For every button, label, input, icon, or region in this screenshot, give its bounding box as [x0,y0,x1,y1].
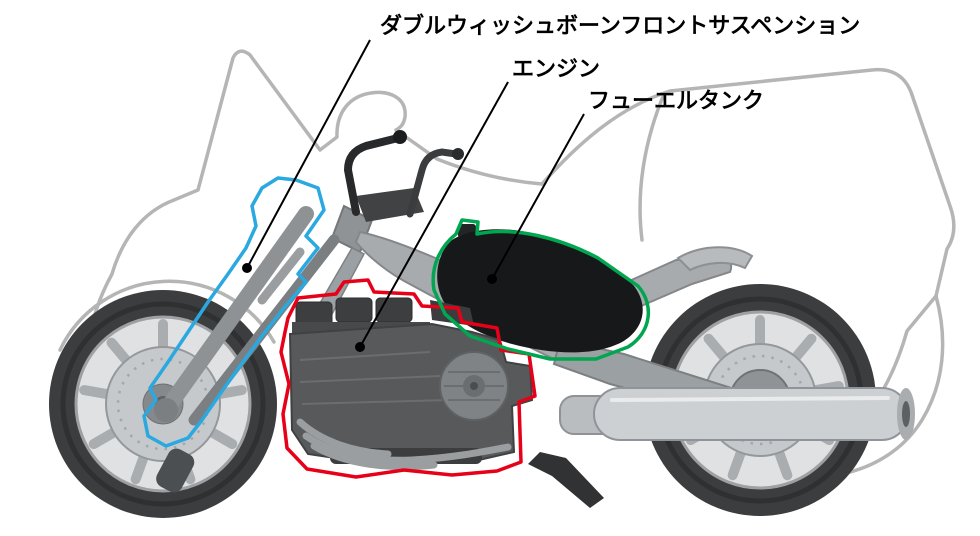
dot-engine [355,342,365,352]
muffler [593,387,909,441]
valve-cover-2 [335,297,373,323]
rear-fender-outline [848,294,945,474]
front-brake-caliper [156,448,195,493]
front-suspension [154,206,340,426]
leader-dots [242,263,497,352]
handlebar-right [406,148,460,218]
exhaust [559,387,915,441]
grab-rail [676,246,754,272]
front-fender-outline [58,279,276,352]
axle-plate [154,398,178,422]
leader-front-suspension [246,39,371,269]
alternator-bolt [470,382,478,390]
fuel-tank-highlight-outline [431,218,651,361]
engine-highlight-outline [279,278,537,479]
leader-engine [359,81,509,348]
windshield-fairing-outline [110,49,544,276]
front-tire-sidewall [60,301,266,507]
leader-fuel-tank [491,113,585,280]
fork-blade-main [158,206,314,418]
handlebar-left [343,134,402,216]
muffler-tip-hole [902,401,910,427]
grip-left [393,130,407,144]
front-suspension-highlight-outline [142,176,326,448]
grip-right [452,148,464,160]
muffler-highlight [610,396,890,402]
exhaust-headers [296,418,512,471]
label-fuel-tank: フューエルタンク [588,89,764,114]
dot-fuel-tank [487,274,497,284]
engine [288,297,534,471]
fork-blade-rear [188,234,340,426]
label-front-suspension: ダブルウィッシュボーンフロントサスペンション [380,13,860,39]
handlebar [343,130,464,222]
trunk-inner-line [638,92,666,242]
leader-lines [246,39,585,348]
label-engine: エンジン [512,57,600,82]
side-stand [528,452,604,508]
wishbone-link [257,247,305,305]
fuel-tank [437,224,643,353]
engine-fins [299,351,449,405]
dot-front-suspension [242,263,252,273]
fuel-tank-body [437,229,643,353]
